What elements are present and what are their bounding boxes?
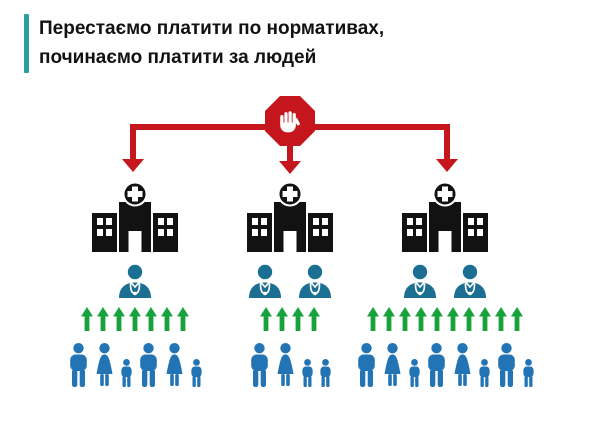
doctor-icon	[119, 264, 151, 298]
up-arrow-icon	[367, 307, 379, 331]
woman-icon	[384, 343, 400, 386]
arrows-row	[81, 307, 189, 331]
child-icon	[120, 359, 132, 387]
man-icon	[250, 343, 268, 387]
stop-sign	[265, 96, 315, 146]
child-icon	[478, 359, 490, 387]
up-arrow-icon	[81, 307, 93, 331]
up-arrow-icon	[447, 307, 459, 331]
title-line-2: починаємо платити за людей	[39, 47, 317, 69]
arrows-row	[260, 307, 320, 331]
up-arrow-icon	[308, 307, 320, 331]
man-icon	[427, 343, 445, 387]
connector-stem-left	[130, 124, 136, 160]
up-arrow-icon	[145, 307, 157, 331]
doctors-row	[117, 264, 153, 298]
up-arrow-icon	[129, 307, 141, 331]
connector-stem-center	[287, 140, 293, 162]
up-arrow-icon	[177, 307, 189, 331]
child-icon	[301, 359, 313, 387]
up-arrow-icon	[463, 307, 475, 331]
doctors-row	[247, 264, 333, 298]
up-arrow-icon	[479, 307, 491, 331]
man-icon	[139, 343, 157, 387]
connector-arrowhead-left	[122, 159, 144, 172]
up-arrow-icon	[161, 307, 173, 331]
hospital-column-1	[40, 182, 230, 387]
up-arrow-icon	[276, 307, 288, 331]
up-arrow-icon	[511, 307, 523, 331]
man-icon	[357, 343, 375, 387]
child-icon	[190, 359, 202, 387]
doctor-icon	[404, 264, 436, 298]
doctor-icon	[299, 264, 331, 298]
man-icon	[497, 343, 515, 387]
connector-arrowhead-center	[279, 161, 301, 174]
woman-icon	[166, 343, 182, 386]
woman-icon	[277, 343, 293, 386]
child-icon	[522, 359, 534, 387]
child-icon	[408, 359, 420, 387]
doctor-icon	[249, 264, 281, 298]
child-icon	[319, 359, 331, 387]
hospital-column-2	[210, 182, 370, 387]
up-arrow-icon	[399, 307, 411, 331]
family-row	[356, 341, 535, 387]
up-arrow-icon	[431, 307, 443, 331]
hospital-icon	[247, 182, 333, 252]
hospital-icon	[402, 182, 488, 252]
page-title: Перестаємо платити по нормативах, почина…	[39, 14, 384, 73]
woman-icon	[454, 343, 470, 386]
family-row	[68, 341, 203, 387]
title-block: Перестаємо платити по нормативах, почина…	[24, 14, 384, 73]
raised-hand-icon	[280, 111, 300, 133]
woman-icon	[96, 343, 112, 386]
up-arrow-icon	[260, 307, 272, 331]
hospital-icon	[92, 182, 178, 252]
up-arrow-icon	[97, 307, 109, 331]
arrows-row	[367, 307, 523, 331]
connector-arrowhead-right	[436, 159, 458, 172]
up-arrow-icon	[495, 307, 507, 331]
title-accent-bar	[24, 14, 29, 73]
hospital-column-3	[340, 182, 550, 387]
connector-stem-right	[444, 124, 450, 160]
up-arrow-icon	[113, 307, 125, 331]
title-line-1: Перестаємо платити по нормативах,	[39, 18, 385, 39]
doctors-row	[402, 264, 488, 298]
up-arrow-icon	[383, 307, 395, 331]
up-arrow-icon	[292, 307, 304, 331]
family-row	[249, 341, 332, 387]
up-arrow-icon	[415, 307, 427, 331]
man-icon	[69, 343, 87, 387]
doctor-icon	[454, 264, 486, 298]
